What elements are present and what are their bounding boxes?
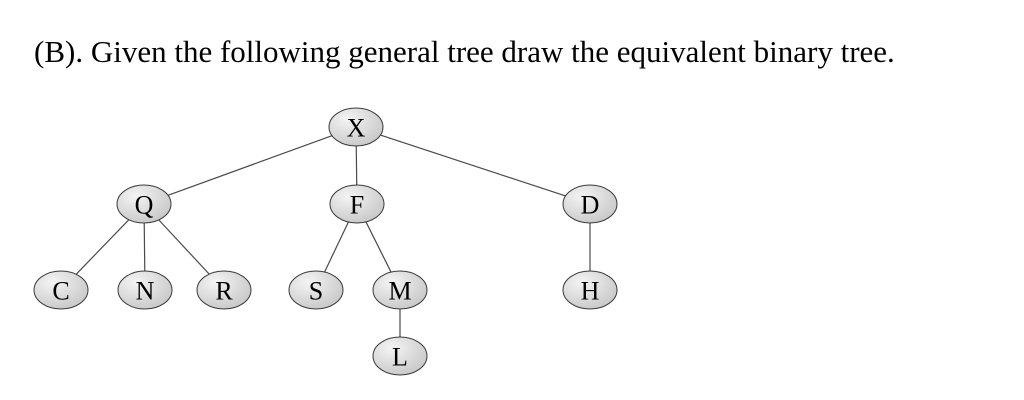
node-label: M	[388, 277, 411, 306]
node-ellipse	[196, 270, 252, 310]
node-ellipse	[372, 336, 428, 376]
node-ellipse	[329, 184, 385, 224]
edge-f-m	[365, 221, 392, 273]
node-label: N	[136, 277, 155, 306]
node-label: Q	[135, 191, 154, 220]
tree-node-m: M	[372, 270, 428, 310]
tree-node-d: D	[562, 184, 618, 224]
tree-node-l: L	[372, 336, 428, 376]
node-ellipse	[288, 270, 344, 310]
edge-q-c	[75, 219, 130, 275]
tree-node-n: N	[117, 270, 173, 310]
tree-node-s: S	[288, 270, 344, 310]
node-ellipse	[562, 184, 618, 224]
node-label: D	[581, 191, 600, 220]
tree-node-x: X	[328, 107, 384, 147]
tree-node-q: Q	[116, 184, 172, 224]
edge-x-f	[355, 145, 358, 186]
edge-x-d	[380, 134, 566, 197]
tree-nodes: X Q F D C N R S M H L	[33, 107, 618, 376]
node-label: H	[581, 277, 600, 306]
tree-node-r: R	[196, 270, 252, 310]
node-ellipse	[562, 270, 618, 310]
edge-f-s	[324, 221, 349, 273]
node-label: F	[350, 191, 364, 220]
question-text: (B). Given the following general tree dr…	[34, 34, 895, 69]
tree-node-h: H	[562, 270, 618, 310]
node-label: L	[392, 343, 408, 372]
node-ellipse	[33, 270, 89, 310]
node-ellipse	[117, 270, 173, 310]
node-ellipse	[372, 270, 428, 310]
tree-node-c: C	[33, 270, 89, 310]
node-label: X	[347, 114, 366, 143]
node-ellipse	[328, 107, 384, 147]
node-label: C	[52, 277, 69, 306]
edge-x-q	[167, 135, 333, 196]
node-label: S	[309, 277, 323, 306]
edge-q-n	[143, 222, 146, 272]
edge-q-r	[158, 219, 210, 275]
node-label: R	[215, 277, 233, 306]
node-ellipse	[116, 184, 172, 224]
tree-edges	[75, 134, 591, 337]
tree-node-f: F	[329, 184, 385, 224]
